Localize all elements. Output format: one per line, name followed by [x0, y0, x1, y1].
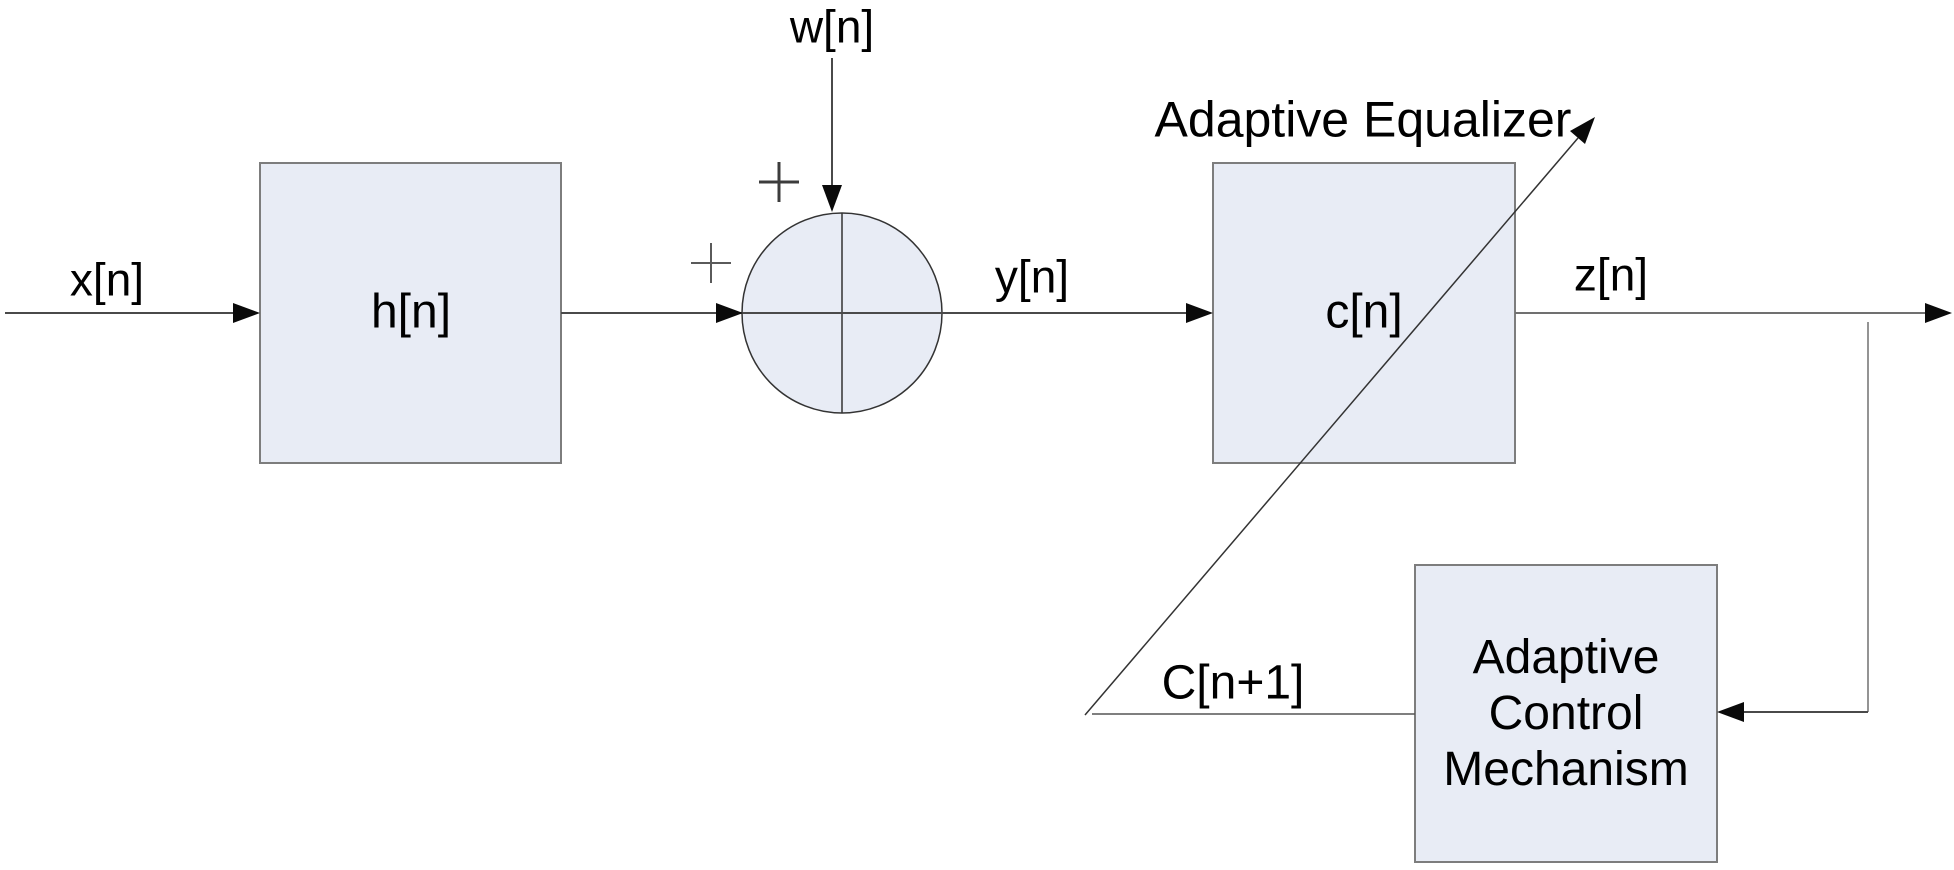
control-mechanism-label: Adaptive Control Mechanism: [1443, 630, 1688, 798]
adjustment-diagonal-line: [1084, 137, 1579, 716]
channel-block: [259, 162, 562, 464]
arrowhead-noise-down: [822, 185, 842, 212]
input-signal-label: x[n]: [69, 253, 145, 306]
arrowhead-into-equalizer: [1186, 303, 1213, 323]
equalizer-input-signal-label: y[n]: [994, 250, 1070, 303]
arrowhead-output-right: [1925, 303, 1952, 323]
diagram-title: Adaptive Equalizer: [1154, 91, 1572, 148]
equalizer-block-label: c[n]: [1325, 285, 1403, 339]
channel-block-label: h[n]: [370, 285, 452, 339]
output-signal-label: z[n]: [1573, 248, 1649, 301]
arrowhead-into-channel: [233, 303, 260, 323]
control-mechanism-label-line2: Control: [1488, 687, 1644, 740]
control-mechanism-label-line3: Mechanism: [1443, 743, 1689, 796]
control-mechanism-block: [1414, 564, 1718, 863]
arrowhead-into-junction: [716, 303, 743, 323]
control-mechanism-label-line1: Adaptive: [1472, 631, 1660, 684]
plus-sign-left-icon: [691, 243, 731, 283]
noise-signal-label: w[n]: [789, 0, 875, 53]
arrowhead-into-control: [1717, 702, 1744, 722]
coefficient-signal-label: C[n+1]: [1161, 656, 1305, 710]
plus-sign-top-icon: [759, 162, 799, 202]
arrowhead-adjustment-diagonal: [1570, 117, 1595, 144]
equalizer-block: [1212, 162, 1516, 464]
